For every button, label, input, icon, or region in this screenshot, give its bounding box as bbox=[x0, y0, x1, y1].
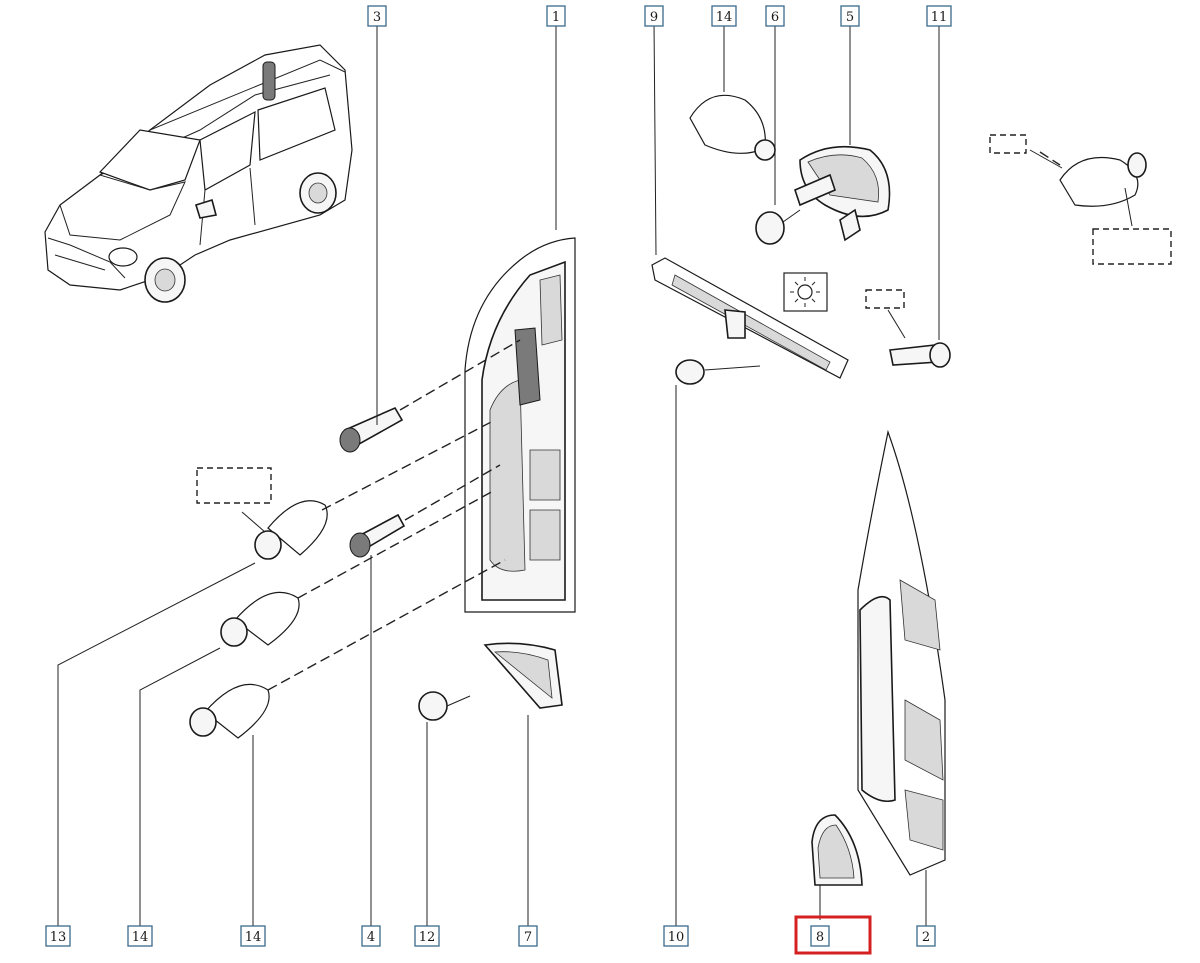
callout-12: 12 bbox=[414, 925, 440, 947]
callout-11-label: 11 bbox=[931, 10, 948, 25]
callout-8-highlight bbox=[794, 915, 872, 955]
callout-12-label: 12 bbox=[419, 930, 436, 945]
leader-lines bbox=[57, 21, 940, 930]
callout-14-top-label: 14 bbox=[716, 10, 733, 25]
placeholder-box-top-right-b bbox=[1092, 228, 1172, 265]
callout-7-label: 7 bbox=[524, 930, 532, 945]
part-8-cover bbox=[811, 814, 863, 886]
callout-6-label: 6 bbox=[771, 10, 779, 25]
callout-13: 13 bbox=[45, 925, 71, 947]
bulb-top-right bbox=[1059, 152, 1147, 207]
part-3-screw bbox=[339, 406, 404, 453]
part-9-third-brake-light bbox=[651, 257, 849, 379]
callout-3: 3 bbox=[367, 5, 387, 27]
callout-14-mid-label: 14 bbox=[245, 930, 262, 945]
callout-8: 8 bbox=[810, 925, 830, 947]
callout-6: 6 bbox=[765, 5, 785, 27]
placeholder-box-13 bbox=[196, 467, 272, 504]
callout-13-label: 13 bbox=[50, 930, 67, 945]
callout-2: 2 bbox=[916, 925, 936, 947]
callout-14-top: 14 bbox=[711, 5, 737, 27]
connection-lines bbox=[267, 151, 1061, 691]
callout-4-label: 4 bbox=[367, 930, 375, 945]
part-1-rear-lamp bbox=[464, 237, 576, 613]
callout-7: 7 bbox=[518, 925, 538, 947]
part-10-screw bbox=[675, 359, 761, 385]
callout-1: 1 bbox=[546, 5, 566, 27]
part-4-screw bbox=[349, 513, 406, 558]
placeholder-box-top-right-a bbox=[989, 134, 1027, 154]
part-14-bulb-lower bbox=[189, 683, 270, 739]
callout-14-left: 14 bbox=[127, 925, 153, 947]
callout-1-label: 1 bbox=[552, 10, 560, 25]
van-illustration bbox=[44, 44, 353, 303]
part-11-screw bbox=[889, 342, 951, 368]
callout-8-label: 8 bbox=[816, 930, 824, 945]
callout-2-label: 2 bbox=[922, 930, 930, 945]
part-2-rear-lamp-right bbox=[857, 429, 946, 876]
callout-14-mid: 14 bbox=[240, 925, 266, 947]
part-12-clip bbox=[418, 691, 471, 721]
part-13-bulb bbox=[254, 500, 328, 560]
light-bulb-icon bbox=[783, 272, 828, 312]
callout-11: 11 bbox=[926, 5, 952, 27]
part-5-repeater bbox=[794, 145, 891, 242]
callout-5: 5 bbox=[840, 5, 860, 27]
callout-10: 10 bbox=[663, 925, 689, 947]
part-6-bulb bbox=[755, 209, 801, 245]
callout-10-label: 10 bbox=[668, 930, 685, 945]
part-7-cover bbox=[483, 642, 563, 709]
callout-14-left-label: 14 bbox=[132, 930, 149, 945]
callout-9: 9 bbox=[644, 5, 664, 27]
callout-9-label: 9 bbox=[650, 10, 658, 25]
part-14-bulb-upper bbox=[220, 591, 300, 647]
callout-4: 4 bbox=[361, 925, 381, 947]
callout-3-label: 3 bbox=[373, 10, 381, 25]
placeholder-box-11 bbox=[865, 289, 905, 309]
part-14-bulb-top bbox=[689, 94, 776, 161]
callout-5-label: 5 bbox=[846, 10, 854, 25]
